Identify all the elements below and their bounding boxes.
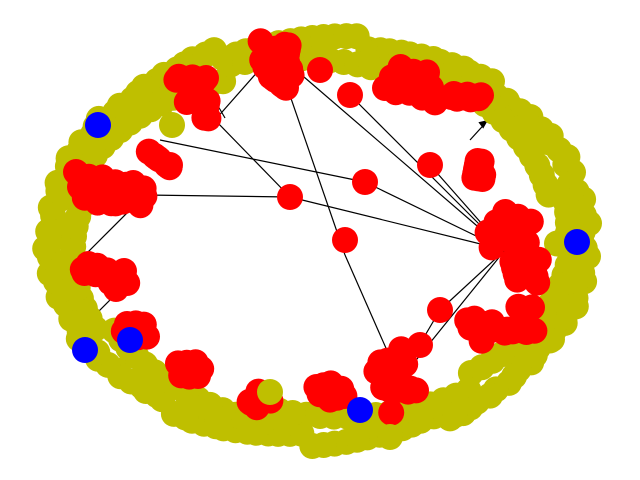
node-red <box>387 54 414 80</box>
node-red <box>332 227 358 253</box>
node-red <box>505 293 532 320</box>
node-red <box>509 214 536 241</box>
node-red <box>130 175 157 202</box>
node-red <box>391 373 418 400</box>
node-red <box>181 351 208 377</box>
node-red <box>440 81 467 107</box>
node-red <box>238 390 265 416</box>
node-red <box>317 386 343 413</box>
node-red <box>111 258 137 284</box>
node-red <box>165 63 192 90</box>
node-red <box>414 59 440 86</box>
node-red <box>467 320 494 346</box>
node-red <box>157 152 183 178</box>
node-red <box>337 82 363 108</box>
node-red <box>492 199 519 225</box>
node-olive <box>257 379 283 405</box>
node-red <box>352 169 378 195</box>
node-red <box>372 75 398 101</box>
node-red <box>378 399 405 426</box>
node-red <box>307 57 333 83</box>
node-red <box>370 374 397 401</box>
node-red <box>105 173 132 200</box>
node-red <box>461 164 488 191</box>
node-red <box>427 297 453 323</box>
node-red <box>189 91 216 118</box>
graph-edge <box>289 196 506 251</box>
node-red <box>502 315 529 342</box>
node-blue <box>564 229 590 255</box>
node-red <box>274 59 301 86</box>
node-red <box>277 184 303 210</box>
graph-edge <box>159 139 366 183</box>
edge-arrowhead <box>478 120 488 129</box>
node-layer <box>32 23 602 459</box>
node-blue <box>85 112 111 138</box>
graph-edge <box>274 51 506 251</box>
graph-edge <box>144 194 291 198</box>
node-red <box>71 260 98 286</box>
node-blue <box>117 327 143 353</box>
node-red <box>255 37 282 64</box>
node-blue <box>347 397 373 423</box>
node-olive <box>377 424 403 450</box>
node-red <box>417 152 443 178</box>
node-red <box>517 245 544 272</box>
node-red <box>135 138 162 165</box>
node-olive <box>442 402 468 428</box>
graph-edge <box>399 249 506 381</box>
node-red <box>407 332 433 358</box>
node-blue <box>72 337 98 363</box>
node-olive <box>159 112 185 138</box>
node-red <box>67 169 94 196</box>
